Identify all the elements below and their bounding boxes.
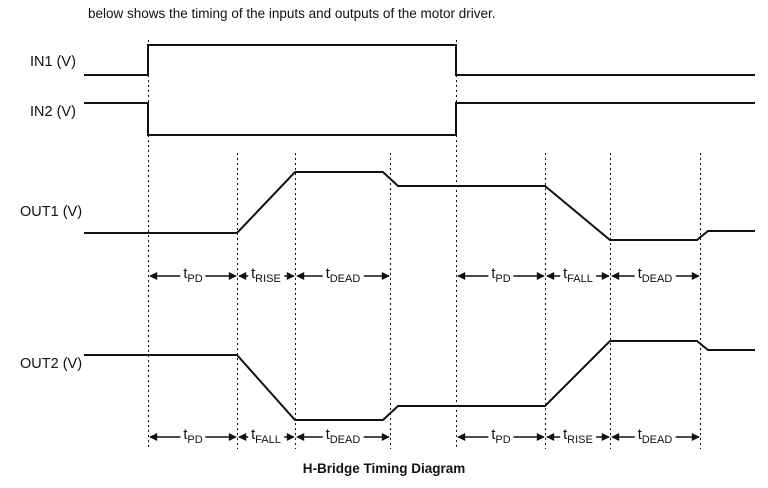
waveforms: [84, 44, 755, 421]
timing-label-sub: PD: [495, 272, 511, 285]
timing-label-out1-tpd-1: tPD: [180, 266, 206, 285]
signal-label-in2: IN2 (V): [30, 104, 76, 120]
timing-label-sub: DEAD: [329, 272, 361, 285]
timing-label-sub: RISE: [567, 433, 593, 446]
timing-label-text: t: [491, 427, 496, 444]
signal-label-in1: IN1 (V): [30, 54, 76, 70]
timing-label-out2-tdead-2: tDEAD: [634, 427, 676, 446]
timing-label-sub: DEAD: [641, 433, 673, 446]
timing-label-out2-trise: tRISE: [560, 427, 596, 446]
timing-label-text: t: [183, 427, 188, 444]
signal-label-out1: OUT1 (V): [20, 204, 83, 220]
timing-label-text: t: [325, 266, 330, 283]
timing-label-text: t: [637, 427, 642, 444]
timing-label-text: t: [325, 427, 330, 444]
timing-label-out1-trise: tRISE: [248, 266, 284, 285]
in1-waveform: [84, 44, 755, 76]
diagram-caption: H-Bridge Timing Diagram: [302, 461, 466, 476]
out2-waveform: [84, 340, 755, 421]
timing-label-out1-tfall: tFALL: [560, 266, 596, 285]
timing-label-sub: RISE: [255, 272, 281, 285]
timing-label-sub: PD: [187, 272, 203, 285]
signal-label-out2: OUT2 (V): [20, 356, 83, 372]
timing-label-sub: FALL: [567, 272, 593, 285]
timing-label-out2-tfall: tFALL: [248, 427, 284, 446]
in2-waveform: [84, 102, 755, 136]
timing-label-text: t: [491, 266, 496, 283]
description-text: below shows the timing of the inputs and…: [88, 6, 496, 21]
timing-label-out1-tpd-2: tPD: [488, 266, 514, 285]
timing-label-text: t: [183, 266, 188, 283]
timing-label-text: t: [637, 266, 642, 283]
timing-label-text: t: [563, 266, 568, 283]
transition-guide-lines: [148, 40, 701, 449]
out1-waveform: [84, 171, 755, 241]
timing-label-sub: PD: [187, 433, 203, 446]
timing-label-sub: DEAD: [641, 272, 673, 285]
timing-label-text: t: [251, 266, 256, 283]
timing-label-out2-tpd-1: tPD: [180, 427, 206, 446]
timing-label-out1-tdead-2: tDEAD: [634, 266, 676, 285]
timing-label-sub: DEAD: [329, 433, 361, 446]
timing-label-out2-tdead-1: tDEAD: [322, 427, 364, 446]
timing-label-text: t: [563, 427, 568, 444]
timing-label-out2-tpd-2: tPD: [488, 427, 514, 446]
timing-label-sub: FALL: [255, 433, 281, 446]
timing-label-text: t: [251, 427, 256, 444]
timing-label-sub: PD: [495, 433, 511, 446]
timing-label-out1-tdead-1: tDEAD: [322, 266, 364, 285]
